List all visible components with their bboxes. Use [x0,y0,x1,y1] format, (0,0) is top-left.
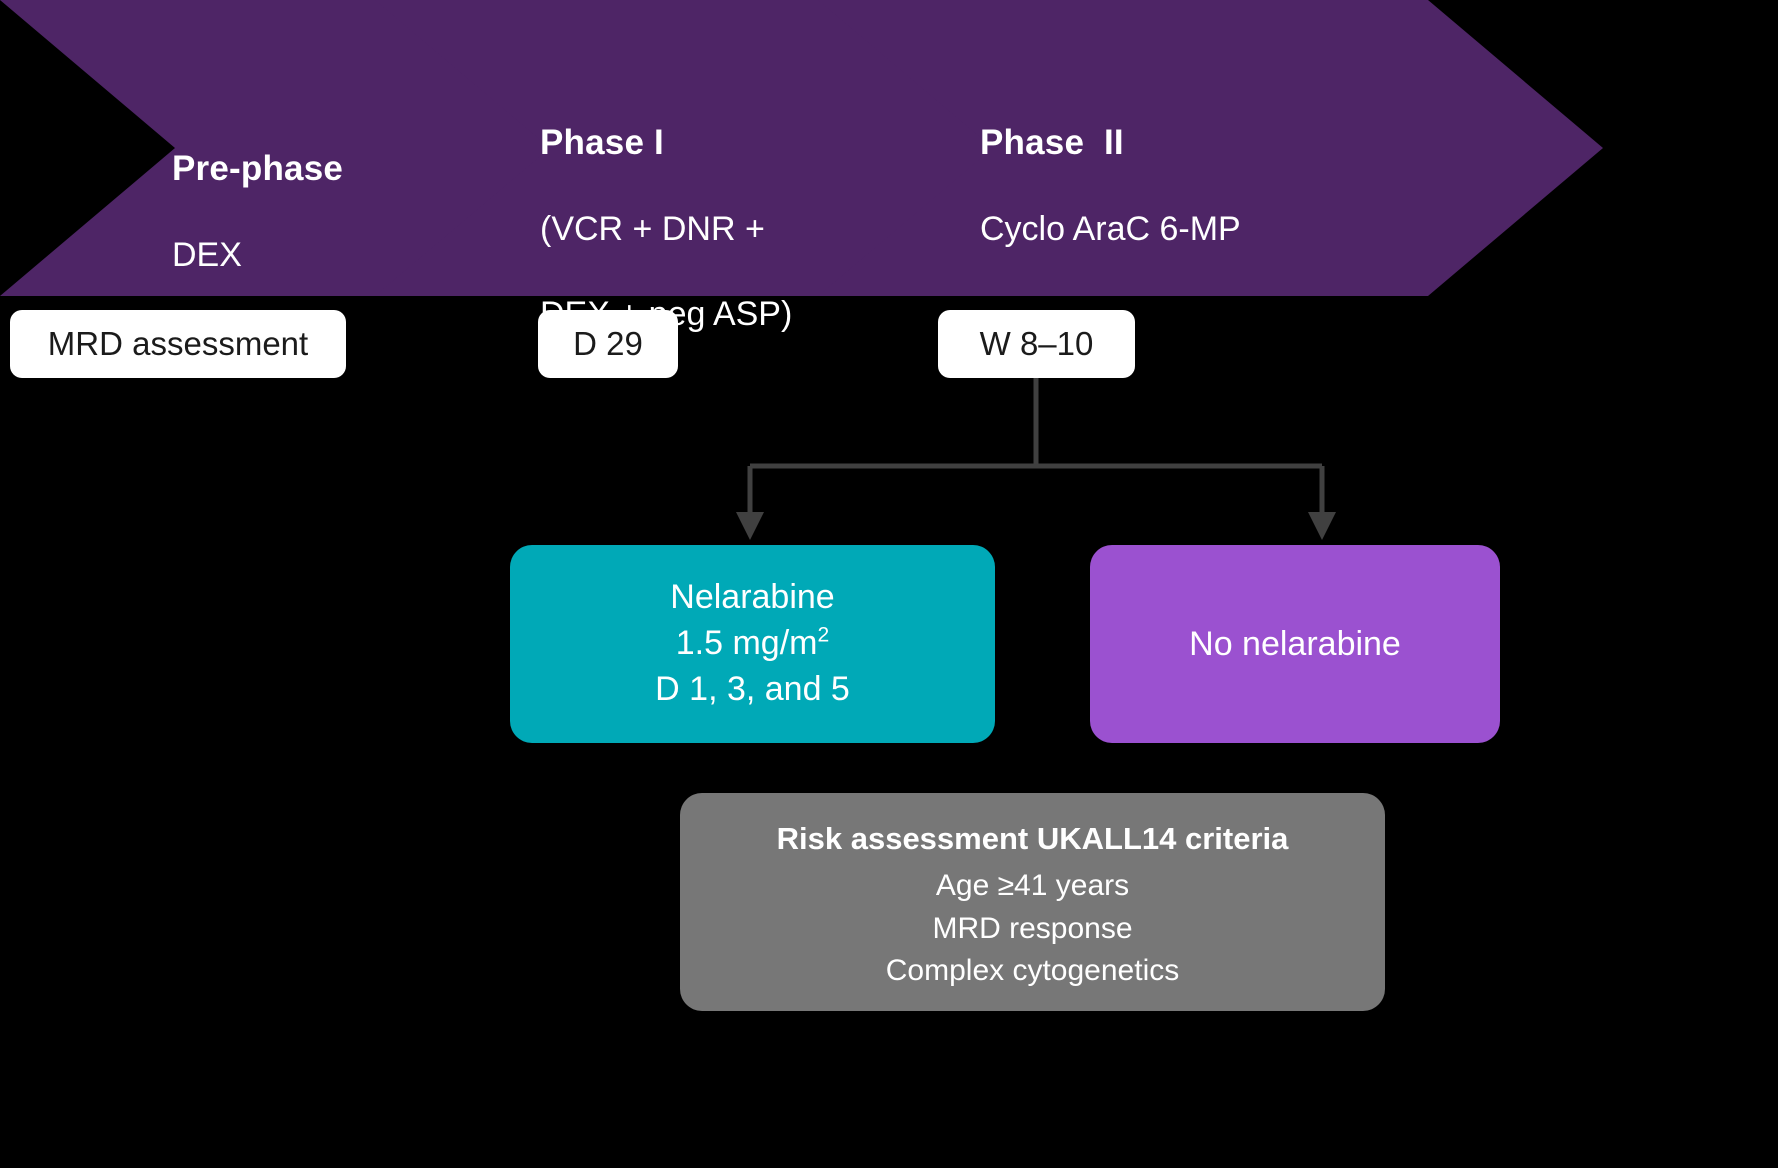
nelarabine-dose-value: 1.5 mg/m [675,624,818,663]
risk-assessment-title: Risk assessment UKALL14 criteria [776,821,1289,857]
timepoint-label-mrd-assessment-text: MRD assessment [47,325,309,362]
treatment-phase-chevron-band: Pre-phase DEX Phase I (VCR + DNR + DEX +… [0,0,1778,333]
risk-criterion-mrd-response: MRD response [932,911,1133,945]
outcome-box-no-nelarabine: No nelarabine [1090,545,1500,743]
nelarabine-dose: 1.5 mg/m2 [676,621,829,667]
chevron-pre-phase-subtitle: DEX [172,235,242,274]
timepoint-label-w8-10-text: W 8–10 [979,325,1094,362]
arrowhead-right [1308,512,1336,540]
chevron-pre-phase-title: Pre-phase [172,148,344,188]
arrowhead-left [736,512,764,540]
nelarabine-dose-exponent: 2 [817,623,830,647]
chevron-phase-1-title: Phase I [540,122,664,162]
risk-criterion-complex-cytogenetics: Complex cytogenetics [885,954,1180,988]
chevron-pre-phase-label: Pre-phase DEX [172,104,343,318]
no-nelarabine-label: No nelarabine [1189,624,1401,663]
timepoint-label-mrd-assessment: MRD assessment [10,310,346,378]
chevron-phase-2-subtitle: Cyclo AraC 6-MP [980,209,1241,248]
nelarabine-schedule: D 1, 3, and 5 [655,669,850,708]
timepoint-label-d29-text: D 29 [573,325,643,362]
nelarabine-drug-name: Nelarabine [670,578,835,617]
risk-criterion-age: Age ≥41 years [935,869,1130,903]
outcome-box-nelarabine: Nelarabine 1.5 mg/m2 D 1, 3, and 5 [510,545,995,743]
chevron-phase-2-label: Phase II Cyclo AraC 6-MP [980,78,1241,292]
chevron-phase-2-title: Phase II [980,122,1124,162]
risk-assessment-box: Risk assessment UKALL14 criteria Age ≥41… [680,793,1385,1011]
timepoint-label-w8-10: W 8–10 [938,310,1135,378]
timepoint-label-d29: D 29 [538,310,678,378]
chevron-phase-1-subtitle-line-1: (VCR + DNR + [540,209,765,248]
